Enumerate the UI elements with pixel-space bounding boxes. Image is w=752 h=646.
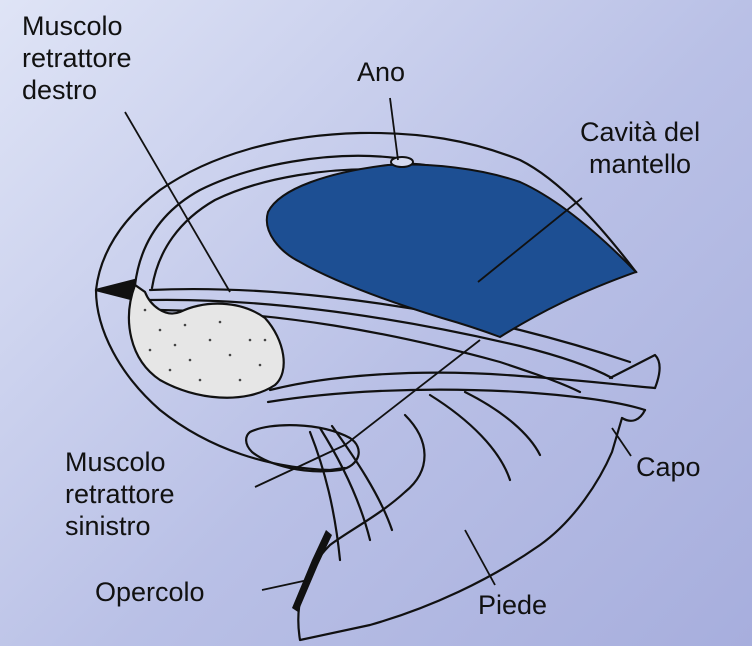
label-left-retractor-muscle: Muscolo retrattore sinistro bbox=[65, 446, 175, 542]
label-line: Muscolo bbox=[22, 10, 132, 42]
nerve-strand-4 bbox=[430, 395, 510, 480]
leader-anus bbox=[390, 98, 398, 160]
gut-tube-outer bbox=[270, 373, 655, 390]
leader-foot bbox=[465, 530, 495, 585]
muscle-mass bbox=[129, 285, 284, 398]
gut-tube-inner bbox=[268, 390, 645, 410]
nerve-strand-5 bbox=[465, 392, 540, 455]
label-line: Cavità del bbox=[580, 116, 700, 148]
operculum-plate bbox=[292, 530, 332, 612]
anus-opening bbox=[391, 157, 413, 167]
label-right-retractor-muscle: Muscolo retrattore destro bbox=[22, 10, 132, 106]
label-operculum: Opercolo bbox=[95, 576, 205, 608]
label-line: sinistro bbox=[65, 510, 175, 542]
label-line: retrattore bbox=[22, 42, 132, 74]
label-line: destro bbox=[22, 74, 132, 106]
leader-left-muscle bbox=[255, 445, 345, 487]
label-head: Capo bbox=[636, 451, 701, 483]
label-foot: Piede bbox=[478, 589, 547, 621]
leader-right-muscle bbox=[125, 112, 230, 292]
label-line: mantello bbox=[580, 148, 700, 180]
label-mantle-cavity: Cavità del mantello bbox=[580, 116, 700, 180]
label-anus: Ano bbox=[357, 56, 405, 88]
label-line: retrattore bbox=[65, 478, 175, 510]
label-line: Muscolo bbox=[65, 446, 175, 478]
columella-attachment bbox=[96, 280, 135, 300]
